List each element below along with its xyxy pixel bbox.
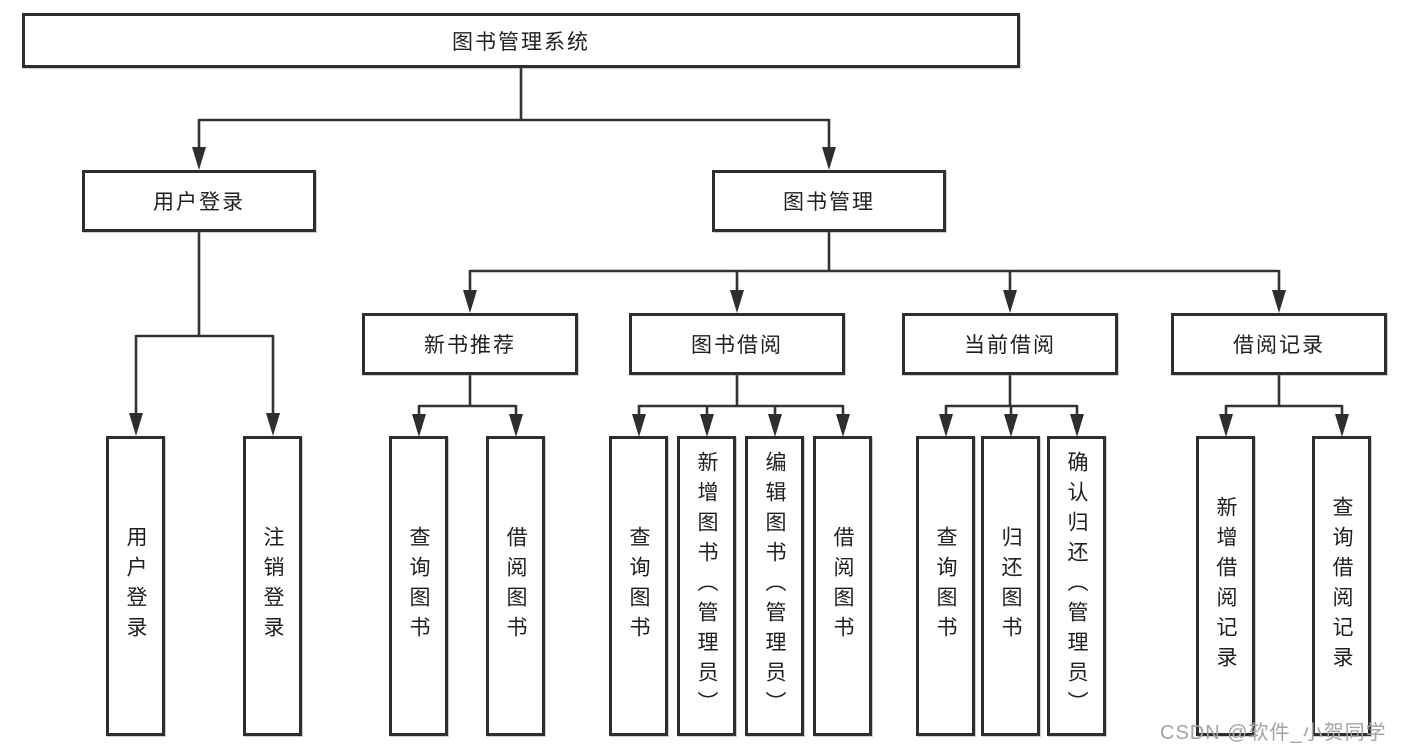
node-user-login: 用户登录 [82,170,316,232]
node-new-book-recommend: 新书推荐 [362,313,578,375]
leaf-user-login: 用户登录 [106,436,165,736]
leaf-add-borrow-record: 新增借阅记录 [1196,436,1255,736]
leaf-query-books-recommend: 查询图书 [389,436,448,736]
node-library-management-system: 图书管理系统 [22,13,1020,68]
leaf-query-borrow-record: 查询借阅记录 [1312,436,1371,736]
leaf-borrow-books-borrowing: 借阅图书 [813,436,872,736]
node-current-borrowing: 当前借阅 [902,313,1118,375]
leaf-return-book: 归还图书 [981,436,1040,736]
leaf-logout: 注销登录 [243,436,302,736]
leaf-borrow-books-recommend: 借阅图书 [486,436,545,736]
arrowheads [129,147,1349,437]
node-borrow-records: 借阅记录 [1171,313,1387,375]
leaf-query-books-borrowing: 查询图书 [609,436,668,736]
csdn-watermark: CSDN @软件_小贺同学 [1160,722,1387,744]
leaf-edit-book-admin: 编辑图书（管理员） [745,436,804,736]
node-book-borrowing: 图书借阅 [629,313,845,375]
node-book-management: 图书管理 [712,170,946,232]
leaf-query-books-current: 查询图书 [916,436,975,736]
leaf-add-book-admin: 新增图书（管理员） [677,436,736,736]
leaf-confirm-return-admin: 确认归还（管理员） [1047,436,1106,736]
